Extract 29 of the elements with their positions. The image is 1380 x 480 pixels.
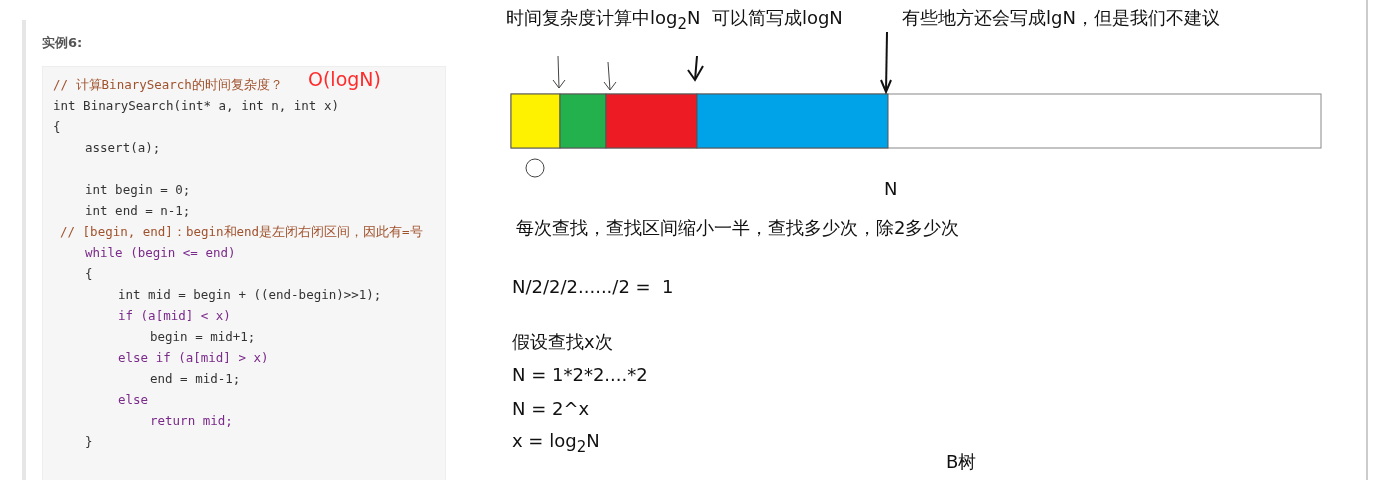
code-line: {	[85, 266, 93, 281]
code-line: int mid = begin + ((end-begin)>>1);	[118, 287, 382, 302]
note-text: 假设查找x次	[512, 330, 613, 354]
note-text: 时间复杂度计算中log$_{2}$N 可以简写成logN	[506, 6, 843, 33]
code-line: assert(a);	[85, 140, 161, 155]
bar-end-label: N	[884, 178, 898, 199]
code-line: if (a[mid] < x)	[118, 308, 231, 323]
code-comment: // 计算BinarySearch的时间复杂度？	[53, 77, 283, 94]
code-line: begin = mid+1;	[150, 329, 256, 344]
equation-text: x = log$_{2}$N	[512, 430, 600, 456]
equation-text: N = 2^x	[512, 398, 590, 419]
equation-text: N/2/2/2....../2 = 1	[512, 276, 674, 297]
code-line: while (begin <= end)	[85, 245, 236, 260]
code-line: else	[118, 392, 149, 407]
note-text: B树	[946, 450, 977, 474]
code-line: int BinarySearch(int* a, int n, int x)	[53, 98, 339, 113]
note-text: 有些地方还会写成lgN，但是我们不建议	[902, 6, 1220, 30]
equation-text: N = 1*2*2....*2	[512, 364, 648, 385]
code-line: return mid;	[150, 413, 233, 428]
note-text: 每次查找，查找区间缩小一半，查找多少次，除2多少次	[516, 216, 960, 240]
code-line: int end = n-1;	[85, 203, 191, 218]
code-line: end = mid-1;	[150, 371, 241, 386]
code-line: {	[53, 119, 61, 134]
code-line: else if (a[mid] > x)	[118, 350, 269, 365]
code-line: int begin = 0;	[85, 182, 191, 197]
heading: 实例6:	[42, 34, 83, 52]
code-line: }	[85, 434, 93, 449]
complexity-note: O(logN)	[308, 68, 381, 90]
code-comment: // [begin, end]：begin和end是左闭右闭区间，因此有=号	[60, 224, 423, 241]
